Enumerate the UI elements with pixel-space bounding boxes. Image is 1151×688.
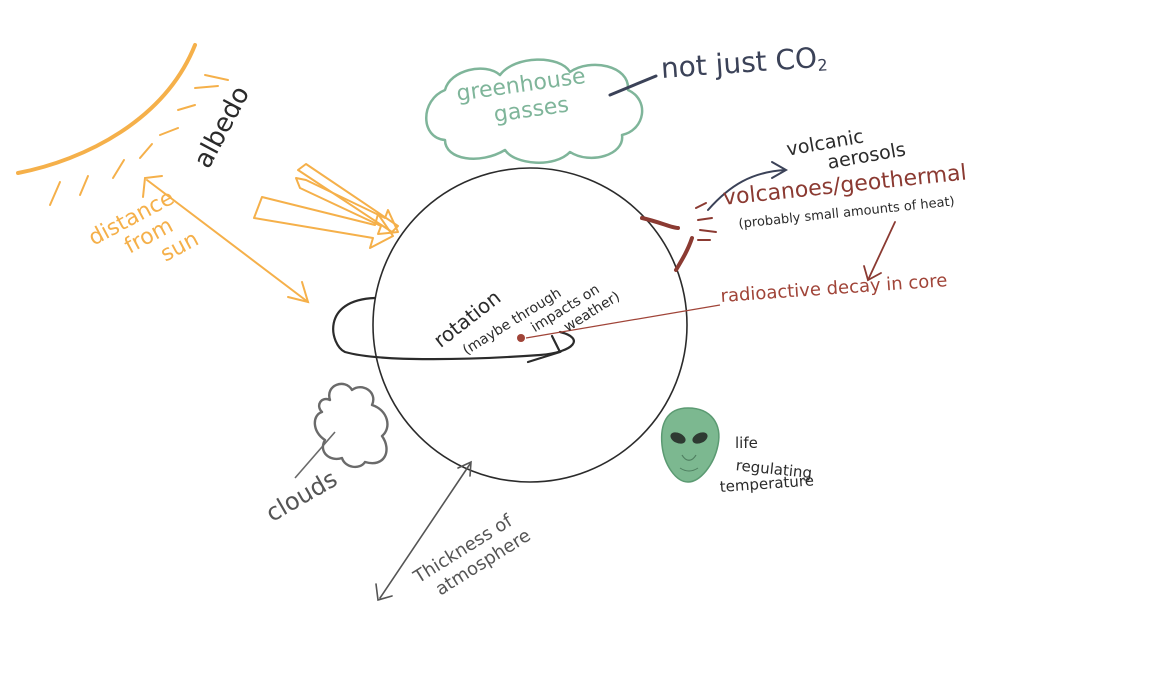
- greenhouse-cloud-icon: [425, 58, 644, 164]
- life-regulating-label: life regulating temperature: [719, 432, 814, 498]
- aerosols-arrow: [707, 161, 789, 211]
- life-word: life: [735, 434, 758, 452]
- co2-connector: [608, 74, 658, 97]
- core-connector: [525, 304, 721, 339]
- clouds-connector: [294, 431, 336, 479]
- rotation-arrow: [332, 296, 575, 364]
- distance-arrow: [142, 175, 310, 304]
- core-dot: [517, 334, 525, 342]
- decay-arrow: [863, 221, 896, 282]
- planet-earth: [372, 167, 688, 483]
- albedo-arrows: [253, 163, 399, 249]
- clouds-icon: [313, 382, 389, 469]
- volcano-icon: [640, 202, 717, 272]
- alien-icon: [660, 407, 720, 483]
- sun-icon: [16, 43, 229, 206]
- co2-subscript: 2: [816, 55, 829, 76]
- atmosphere-arrow: [375, 460, 472, 602]
